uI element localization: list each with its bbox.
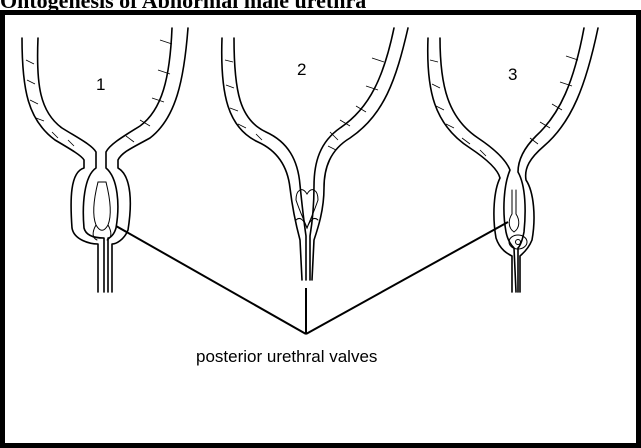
panel-2-label: 2 — [297, 60, 306, 79]
panel-3-valve — [509, 190, 519, 232]
panel-3-right-wall-outer — [520, 28, 598, 292]
panel-2-right-wall-inner — [310, 28, 394, 280]
panel-2-drawing — [222, 28, 408, 280]
panel-2-left-wall-inner — [234, 38, 306, 280]
panel-2-right-wall-outer — [312, 28, 408, 280]
panel-3-label: 3 — [508, 65, 517, 84]
panel-1-label: 1 — [96, 75, 105, 94]
panel-2-left-wall-outer — [222, 38, 302, 280]
panel-1-right-wall-outer — [112, 28, 188, 292]
panel-3-right-wall-inner — [518, 28, 584, 292]
panel-2-valve — [296, 190, 318, 228]
panel-1-valve — [94, 182, 110, 230]
pointer-line-panel-1 — [116, 226, 306, 334]
panel-3-left-wall-outer — [428, 38, 512, 292]
panel-1-left-wall-outer — [22, 38, 98, 292]
panel-1-left-wall-inner — [38, 38, 104, 292]
pointer-line-panel-3 — [306, 222, 508, 334]
caption-label: posterior urethral valves — [196, 347, 377, 366]
